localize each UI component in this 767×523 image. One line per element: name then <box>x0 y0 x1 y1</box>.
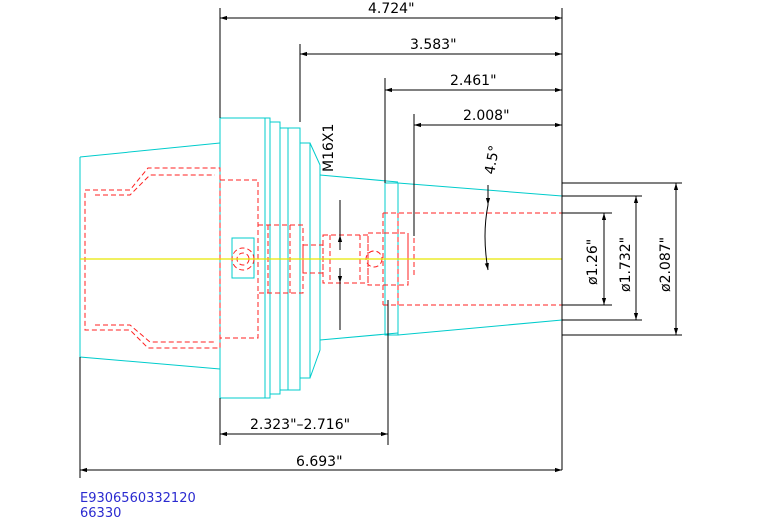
dim-dia-small: ø1.26" <box>585 239 601 285</box>
dim-d3: 2.008" <box>463 108 510 124</box>
dim-d2: 2.461" <box>450 73 497 89</box>
dim-overall-top: 4.724" <box>368 1 415 17</box>
dim-thread: M16X1 <box>321 124 337 172</box>
part-code: 66330 <box>80 506 122 521</box>
dim-overall-bottom: 6.693" <box>296 454 343 470</box>
dim-angle: 4.5° <box>482 144 503 176</box>
dimension-labels: 4.724" 3.583" 2.461" 2.008" M16X1 4.5° ø… <box>250 1 674 470</box>
dim-d1: 3.583" <box>410 37 457 53</box>
hidden-lines <box>84 167 562 349</box>
dim-dia-mid: ø1.732" <box>618 237 634 292</box>
dim-dia-large: ø2.087" <box>658 237 674 292</box>
part-number: E9306560332120 <box>80 491 196 506</box>
dim-range: 2.323"–2.716" <box>250 417 350 433</box>
dimension-lines <box>79 8 682 478</box>
